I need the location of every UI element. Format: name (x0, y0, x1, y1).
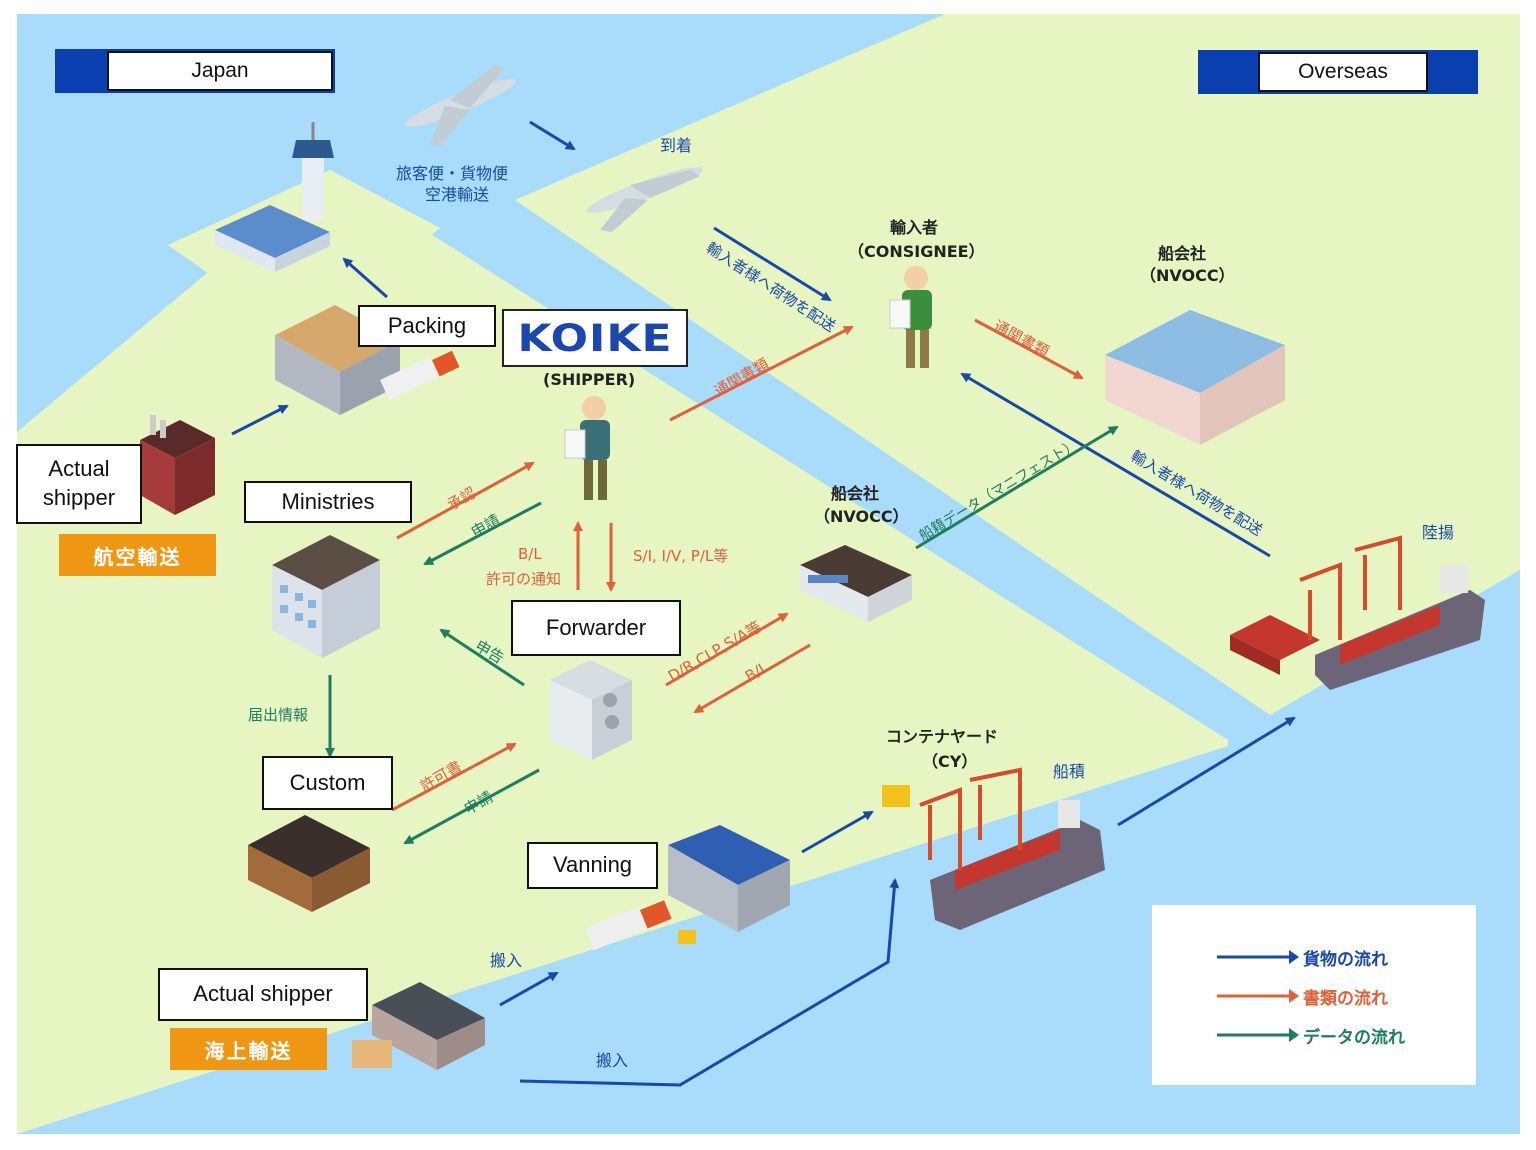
bl-permit-label-1: B/L (518, 545, 542, 563)
consignee-en: （CONSIGNEE） (848, 242, 985, 261)
nvocc-mid-en: （NVOCC） (814, 507, 909, 526)
arrow-vanning-to-cy (801, 810, 874, 854)
filing-info-label: 届出情報 (248, 706, 309, 724)
actual-shipper-air-box: Actual shipper (16, 444, 142, 524)
custom-building-illustration (248, 815, 370, 912)
custom-box: Custom (262, 756, 393, 810)
vanning-box: Vanning (527, 842, 658, 889)
legend-documents-label: 書類の流れ (1303, 988, 1388, 1009)
consignee-ja: 輸入者 (890, 218, 939, 237)
vanning-warehouse-illustration (668, 825, 790, 932)
loading-label: 船積 (1053, 762, 1086, 781)
arrow-deliver-sea (960, 372, 1271, 558)
arrow-permit (391, 742, 517, 812)
koike-logo-box: KOIKE (502, 309, 688, 367)
legend-cargo-arrow-icon (1217, 950, 1299, 964)
forwarder-building-illustration (550, 660, 632, 760)
japan-label: Japan (107, 51, 333, 91)
arrow-declare (439, 628, 525, 687)
legend-cargo-label: 貨物の流れ (1303, 949, 1388, 970)
airport-illustration (215, 122, 334, 272)
factory-air-illustration (140, 415, 215, 515)
arrow-deliver-air (713, 226, 832, 302)
nvocc-mid-ja: 船会社 (831, 484, 880, 503)
arrow-bl (693, 643, 811, 714)
nvocc-right-ja: 船会社 (1158, 244, 1207, 263)
arrow-ship-to-port (1117, 716, 1296, 827)
nvocc-factory-illustration (1105, 310, 1285, 445)
actual-shipper-air-label: Actual shipper (42, 456, 116, 510)
overseas-banner: Overseas (1198, 50, 1478, 94)
arrow-carry-in-vanning (499, 971, 559, 1007)
container-ship-port-illustration (1230, 535, 1485, 690)
shipper-label: (SHIPPER) (543, 370, 636, 389)
arrow-apply-1 (423, 501, 542, 566)
air-route-label-1: 旅客便・貨物便 (396, 164, 509, 183)
air-route-label-2: 空港輸送 (425, 185, 490, 204)
si-iv-pl-label: S/I, I/V, P/L等 (633, 547, 729, 565)
airplane-arriving-icon (586, 167, 704, 232)
forwarder-box: Forwarder (511, 600, 681, 656)
arrow-manifest (915, 425, 1119, 550)
container-ship-cy-illustration (882, 767, 1105, 930)
warehouse-sea-illustration (352, 982, 485, 1070)
overseas-label: Overseas (1258, 52, 1428, 92)
ministries-building-illustration (272, 535, 380, 658)
arrow-factory-to-packing (231, 404, 289, 436)
unloading-label: 陸揚 (1422, 523, 1455, 542)
consignee-person-illustration (889, 266, 932, 368)
ministries-box: Ministries (244, 481, 412, 523)
legend-documents-arrow-icon (1217, 989, 1299, 1003)
arrow-carry-in-cy (519, 878, 900, 1087)
airplane-departing-icon (404, 65, 516, 146)
cy-en: （CY） (922, 752, 978, 771)
legend-documents: 書類の流れ (1217, 981, 1388, 1011)
arrow-packing-to-airport (342, 257, 388, 299)
arrival-label: 到着 (660, 136, 693, 155)
legend-data-label: データの流れ (1303, 1027, 1405, 1048)
nvocc-right-en: （NVOCC） (1140, 266, 1235, 285)
legend-data-arrow-icon (1217, 1028, 1299, 1042)
arrow-apply-2 (403, 768, 540, 845)
legend-cargo: 貨物の流れ (1217, 942, 1388, 972)
arrow-customs-docs-2 (974, 318, 1084, 380)
shipper-person-illustration (564, 396, 610, 500)
actual-shipper-sea-box: Actual shipper (158, 968, 368, 1021)
overseas-land (515, 14, 1520, 715)
sea-transport-tag: 海上輸送 (170, 1028, 327, 1070)
arrow-dr-clp-sa (665, 612, 789, 687)
legend: 貨物の流れ 書類の流れ データの流れ (1152, 905, 1476, 1085)
bl-permit-label-2: 許可の通知 (486, 570, 562, 588)
packing-box: Packing (358, 305, 496, 347)
japan-banner: Japan (55, 49, 335, 93)
arrow-approval (396, 461, 535, 540)
legend-data: データの流れ (1217, 1020, 1405, 1050)
arrow-air-to-arrival (529, 120, 576, 151)
koike-logo: KOIKE (517, 316, 673, 360)
truck-illustration (584, 900, 696, 951)
packing-warehouse-illustration (275, 305, 460, 415)
air-transport-tag: 航空輸送 (59, 534, 216, 576)
carry-in-label-1: 搬入 (490, 951, 523, 970)
carry-in-label-2: 搬入 (596, 1051, 629, 1070)
arrow-customs-docs-1 (669, 325, 854, 422)
nvocc-office-illustration (800, 545, 912, 622)
cy-ja: コンテナヤード (886, 727, 999, 746)
